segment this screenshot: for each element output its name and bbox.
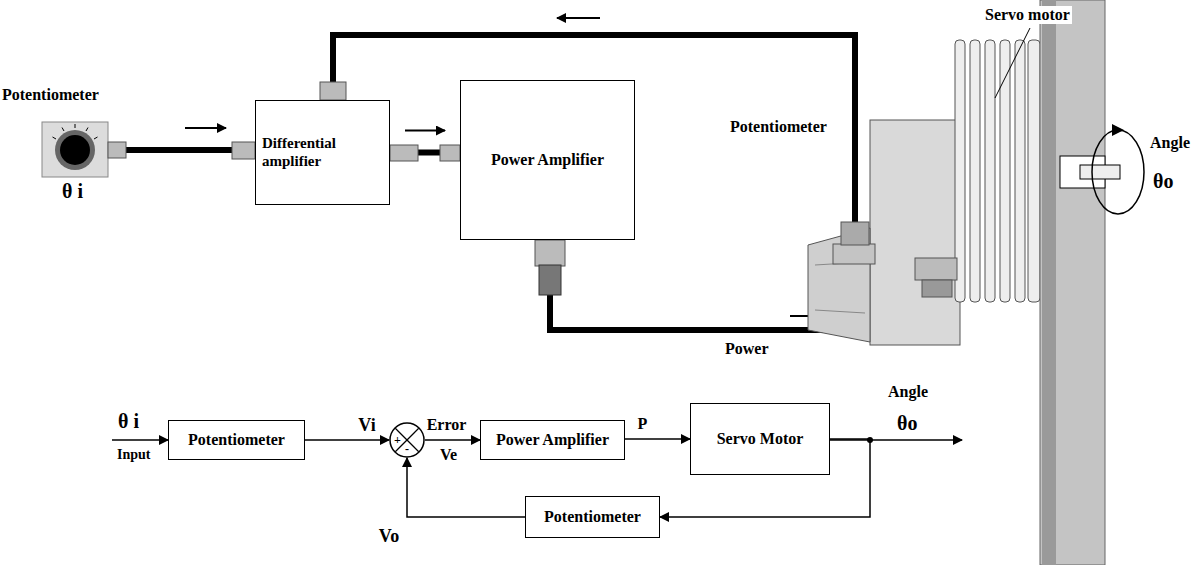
signal-name: Vi [357, 415, 376, 436]
cable-plug [108, 142, 126, 158]
sensor-housing [833, 244, 875, 264]
part-label: Potentiometer [730, 118, 827, 136]
angle-symbol: θo [897, 412, 917, 435]
output-arrow [830, 439, 962, 441]
rotation-arc [1092, 130, 1144, 214]
junction-circle [390, 423, 424, 457]
knob-tick [53, 137, 57, 139]
process-box: Power Amplifier [480, 420, 625, 460]
signal-name: Vo [378, 526, 400, 547]
cable-plug [320, 82, 346, 100]
box-text: Power Amplifier [487, 431, 618, 449]
angle-symbol: θo [1153, 170, 1173, 193]
input-cable [125, 147, 234, 153]
process-box: Potentiometer [525, 496, 660, 538]
cable-plug [232, 142, 255, 159]
box-text: Potentiometer [175, 431, 298, 449]
shaft [1080, 165, 1120, 179]
sign-mark: + [394, 433, 401, 447]
direction-arrow-group [405, 130, 445, 131]
cable-label: Power [725, 340, 769, 358]
cooling-fin [970, 40, 980, 302]
box-text: Potentiometer [532, 508, 653, 526]
sign-mark: - [405, 442, 409, 456]
signal-line [625, 438, 690, 440]
box-text: Power Amplifier [467, 151, 628, 169]
signal-line [407, 458, 525, 517]
flow-arrow [185, 127, 226, 129]
cable-plug [922, 280, 952, 297]
cable-plug [539, 265, 561, 295]
rotation-arrow [1112, 124, 1124, 136]
signal-label: Input [117, 447, 150, 463]
box-text: Servo Motor [697, 430, 823, 448]
box-text: Differential amplifier [262, 135, 383, 170]
flow-arrow [405, 130, 445, 132]
process-box: Potentiometer [168, 420, 305, 460]
flow-arrow [557, 17, 600, 19]
input-arrow [112, 439, 168, 441]
knob-ring [55, 130, 95, 170]
angle-symbol: θ i [62, 180, 83, 203]
signal-line [305, 439, 389, 441]
cooling-fin [1028, 40, 1040, 302]
leader-line [995, 28, 1030, 98]
branch-dot [867, 437, 873, 443]
knob-panel [42, 122, 108, 177]
cooling-fin [1000, 40, 1010, 302]
angle-label: Angle [1150, 134, 1190, 152]
mounting-plate [1040, 0, 1105, 565]
part-label: Servo motor [983, 6, 1072, 24]
amplifier-box: Power Amplifier [460, 80, 635, 240]
cable-plug [915, 258, 957, 280]
knob-tick [75, 124, 76, 128]
amplifier-box: Differential amplifier [255, 100, 390, 205]
part-label: Potentiometer [2, 86, 99, 104]
motor-detail [815, 310, 865, 313]
knob-tick [94, 137, 98, 139]
angle-label: Angle [888, 383, 928, 401]
knob-tick [62, 128, 64, 132]
cooling-fin [985, 40, 995, 302]
cable-plug [535, 240, 565, 266]
summing-junction: +- [389, 422, 425, 458]
plate-shade [1042, 0, 1056, 565]
cable-plug [390, 145, 418, 161]
cooling-fin [1015, 40, 1025, 302]
process-box: Servo Motor [690, 403, 830, 475]
angle-symbol: θ i [118, 410, 139, 433]
signal-name: Error [426, 416, 468, 434]
motor-body [870, 120, 960, 345]
cable-plug [440, 145, 460, 161]
knob-tick [86, 128, 88, 132]
signal-name: P [637, 415, 649, 433]
cable-plug [841, 222, 869, 245]
signal-line [425, 439, 480, 441]
knob [60, 135, 90, 165]
signal-name: Ve [440, 446, 457, 464]
